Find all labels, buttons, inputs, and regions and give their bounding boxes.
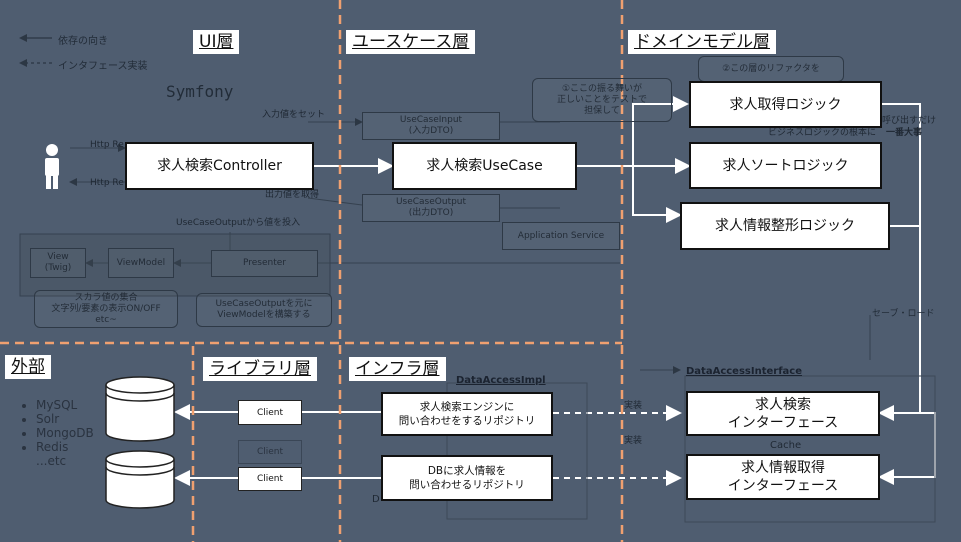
external-item: Solr [36, 412, 94, 426]
client-box-db: Client [238, 467, 302, 491]
view-box: View (Twig) [30, 248, 86, 278]
external-item: MongoDB [36, 426, 94, 440]
usecase-test-note: ①ここの振る舞いが 正しいことをテストで 担保して [532, 78, 672, 122]
external-item: ...etc [36, 454, 67, 468]
external-item: MySQL [36, 398, 94, 412]
layer-dividers [0, 0, 624, 542]
external-systems-list: MySQL Solr MongoDB Redis ...etc [20, 398, 94, 468]
output-get-label: 出力値を取得 [265, 190, 320, 200]
input-set-label: 入力値をセット [262, 110, 326, 120]
viewmodel-box: ViewModel [108, 248, 174, 278]
presenter-box: Presenter [211, 250, 318, 277]
implementation-arrows [553, 405, 682, 486]
external-item: Redis [36, 440, 94, 454]
sort-logic-box: 求人ソートロジック [689, 142, 882, 189]
layer-domain-label: ドメインモデル層 [628, 30, 776, 54]
flow-arrows [174, 96, 936, 486]
dai-impl-panel [446, 382, 588, 520]
d-label: D [372, 494, 380, 505]
database-icons [105, 376, 175, 509]
save-load-label: セーブ・ロード [872, 309, 935, 319]
background-connectors [69, 118, 871, 374]
fetch-logic-box: 求人取得ロジック [689, 81, 882, 128]
user-icon [45, 144, 59, 189]
cache-label: Cache [770, 440, 802, 451]
dai-title: DataAccessInterface [686, 366, 803, 377]
dai-impl-title: DataAccessImpl [456, 375, 546, 386]
usecaseoutput-inject-label: UseCaseOutputから値を投入 [176, 218, 301, 228]
legend-dependency: 依存の向き [58, 36, 108, 47]
search-interface-box: 求人検索 インターフェース [686, 391, 880, 436]
client-box-search: Client [238, 400, 302, 425]
viewmodel-note: スカラ値の集合 文字列/要素の表示ON/OFF etc~ [34, 290, 178, 328]
legend-interface-impl: インタフェース実装 [58, 61, 148, 72]
framework-label: Symfony [166, 82, 234, 101]
layer-library-label: ライブラリ層 [203, 357, 317, 381]
impl-label-1: 実装 [624, 401, 643, 411]
business-logic-note: ビジネスロジックの根本に [768, 128, 877, 138]
legend-arrows [19, 34, 52, 67]
ui-presenter-panel [19, 233, 331, 297]
refactor-note: ②この層のリファクタを [698, 56, 844, 82]
layer-external-label: 外部 [5, 355, 51, 379]
search-engine-repository-box: 求人検索エンジンに 問い合わせをするリポジトリ [381, 392, 553, 436]
fetch-interface-box: 求人情報取得 インターフェース [686, 454, 880, 500]
http-request-label: Http Re [90, 140, 124, 150]
call-only-note: 呼び出すだけ [882, 116, 937, 126]
client-box-background: Client [238, 440, 302, 464]
search-controller-box: 求人検索Controller [125, 142, 314, 190]
http-response-label: Http Re [90, 178, 124, 188]
format-logic-box: 求人情報整形ロジック [680, 202, 890, 250]
search-usecase-box: 求人検索UseCase [392, 142, 577, 190]
application-service-box: Application Service [502, 222, 620, 250]
most-important-note: 一番大事 [886, 128, 923, 138]
usecase-output-box: UseCaseOutput (出力DTO) [362, 194, 500, 222]
usecase-input-box: UseCaseInput (入力DTO) [362, 112, 500, 140]
layer-usecase-label: ユースケース層 [346, 30, 476, 54]
db-repository-box: DBに求人情報を 問い合わせるリポジトリ [381, 455, 553, 501]
layer-ui-label: UI層 [193, 30, 240, 54]
impl-label-2: 実装 [624, 436, 643, 446]
presenter-note: UseCaseOutputを元に ViewModelを構築する [196, 293, 332, 327]
layer-infra-label: インフラ層 [349, 357, 446, 381]
dai-panel [684, 375, 936, 523]
